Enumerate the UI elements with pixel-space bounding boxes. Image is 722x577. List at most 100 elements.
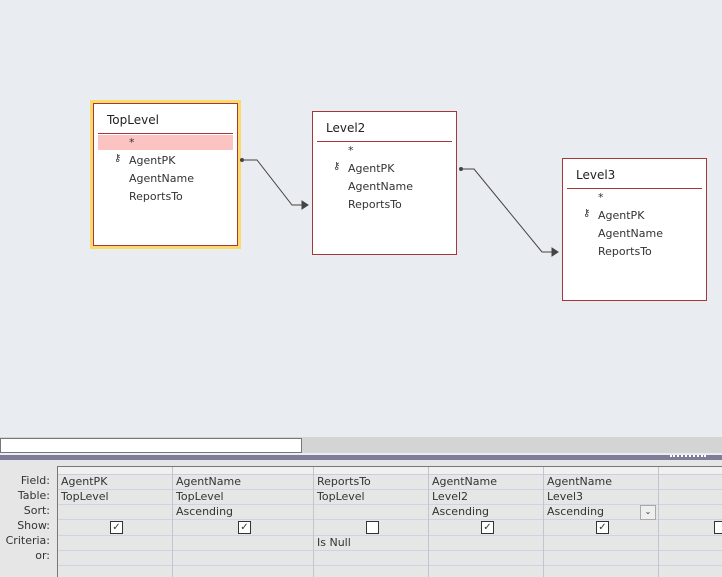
cell-field[interactable]: AgentPK xyxy=(58,475,172,490)
cell-table[interactable]: TopLevel xyxy=(173,490,313,505)
field-agentpk[interactable]: AgentPK xyxy=(598,209,645,222)
criteria-value: Is Null xyxy=(317,536,351,549)
column-selector[interactable] xyxy=(173,467,313,475)
field-value: AgentPK xyxy=(61,475,108,488)
table-level2[interactable]: Level2 * ⚷ AgentPK AgentName ReportsTo xyxy=(312,111,457,255)
cell-sort[interactable]: Ascending xyxy=(173,505,313,520)
field-agentpk[interactable]: AgentPK xyxy=(348,162,395,175)
cell-criteria[interactable] xyxy=(659,536,722,551)
cell-show[interactable]: ✓ xyxy=(429,521,543,536)
row-label-or: or: xyxy=(35,549,50,562)
table-topLevel[interactable]: TopLevel * ⚷ AgentPK AgentName ReportsTo xyxy=(90,100,241,249)
column-selector[interactable] xyxy=(58,467,172,475)
divider xyxy=(317,141,452,142)
cell-criteria[interactable] xyxy=(429,536,543,551)
cell-table[interactable] xyxy=(659,490,722,505)
cell-show[interactable] xyxy=(659,521,722,536)
sort-value: Ascending xyxy=(547,505,605,518)
field-value: ReportsTo xyxy=(317,475,371,488)
key-icon: ⚷ xyxy=(333,161,341,172)
cell-field[interactable] xyxy=(659,475,722,490)
join-lines xyxy=(240,158,559,257)
join-line-level2-level3[interactable] xyxy=(459,167,559,257)
cell-or[interactable] xyxy=(173,551,313,566)
cell-field[interactable]: AgentName xyxy=(429,475,543,490)
field-all[interactable]: * xyxy=(598,191,604,204)
pane-splitter[interactable] xyxy=(0,455,722,460)
field-agentname[interactable]: AgentName xyxy=(348,180,414,193)
show-checkbox[interactable]: ✓ xyxy=(596,521,609,534)
cell-show[interactable] xyxy=(314,521,428,536)
field-value: AgentName xyxy=(432,475,498,488)
cell-show[interactable]: ✓ xyxy=(173,521,313,536)
cell-table[interactable]: Level2 xyxy=(429,490,543,505)
field-agentname[interactable]: AgentName xyxy=(598,227,664,240)
key-icon: ⚷ xyxy=(583,208,591,219)
cell-sort[interactable] xyxy=(314,505,428,520)
column-selector[interactable] xyxy=(544,467,658,475)
cell-sort[interactable] xyxy=(58,505,172,520)
field-all[interactable]: * xyxy=(348,144,354,157)
field-value: AgentName xyxy=(176,475,242,488)
cell-table[interactable]: TopLevel xyxy=(58,490,172,505)
query-design-grid xyxy=(0,460,722,577)
field-agentpk[interactable]: AgentPK xyxy=(129,154,176,167)
field-reportsto[interactable]: ReportsTo xyxy=(598,245,652,258)
cell-criteria[interactable] xyxy=(544,536,658,551)
cell-or[interactable] xyxy=(58,551,172,566)
show-checkbox[interactable]: ✓ xyxy=(481,521,494,534)
join-line-toplevel-level2[interactable] xyxy=(240,158,309,210)
table-title: TopLevel xyxy=(107,113,159,127)
key-icon: ⚷ xyxy=(114,153,122,164)
cell-field[interactable]: ReportsTo xyxy=(314,475,428,490)
show-checkbox[interactable]: ✓ xyxy=(110,521,123,534)
table-value: TopLevel xyxy=(61,490,109,503)
scrollbar-thumb[interactable] xyxy=(0,438,302,453)
grid-column[interactable]: AgentPK TopLevel ✓ xyxy=(58,467,173,577)
show-checkbox[interactable]: ✓ xyxy=(238,521,251,534)
table-value: TopLevel xyxy=(317,490,365,503)
chevron-down-icon[interactable]: ⌄ xyxy=(640,505,656,520)
cell-sort[interactable] xyxy=(659,505,722,520)
cell-field[interactable]: AgentName xyxy=(544,475,658,490)
cell-or[interactable] xyxy=(659,551,722,566)
row-label-criteria: Criteria: xyxy=(5,534,50,547)
table-title: Level3 xyxy=(576,168,616,182)
cell-criteria[interactable] xyxy=(58,536,172,551)
cell-sort[interactable]: Ascending xyxy=(429,505,543,520)
grid-column[interactable] xyxy=(659,467,722,577)
show-checkbox[interactable] xyxy=(366,521,379,534)
cell-criteria[interactable]: Is Null xyxy=(314,536,428,551)
cell-show[interactable]: ✓ xyxy=(544,521,658,536)
cell-criteria[interactable] xyxy=(173,536,313,551)
divider xyxy=(567,188,702,189)
field-agentname[interactable]: AgentName xyxy=(129,172,195,185)
table-value: TopLevel xyxy=(176,490,224,503)
cell-or[interactable] xyxy=(314,551,428,566)
row-label-sort: Sort: xyxy=(23,504,50,517)
field-value: AgentName xyxy=(547,475,613,488)
column-selector[interactable] xyxy=(314,467,428,475)
cell-table[interactable]: TopLevel xyxy=(314,490,428,505)
field-reportsto[interactable]: ReportsTo xyxy=(129,190,183,203)
table-value: Level2 xyxy=(432,490,469,503)
table-level3[interactable]: Level3 * ⚷ AgentPK AgentName ReportsTo xyxy=(562,158,707,301)
field-all[interactable]: * xyxy=(98,135,233,150)
splitter-grip[interactable] xyxy=(670,455,706,459)
cell-field[interactable]: AgentName xyxy=(173,475,313,490)
cell-or[interactable] xyxy=(429,551,543,566)
cell-or[interactable] xyxy=(544,551,658,566)
field-reportsto[interactable]: ReportsTo xyxy=(348,198,402,211)
row-label-field: Field: xyxy=(20,474,50,487)
column-selector[interactable] xyxy=(659,467,722,475)
column-selector[interactable] xyxy=(429,467,543,475)
show-checkbox[interactable] xyxy=(714,521,722,534)
sort-value: Ascending xyxy=(432,505,490,518)
cell-sort[interactable]: Ascending ⌄ xyxy=(544,505,658,520)
cell-show[interactable]: ✓ xyxy=(58,521,172,536)
cell-table[interactable]: Level3 xyxy=(544,490,658,505)
